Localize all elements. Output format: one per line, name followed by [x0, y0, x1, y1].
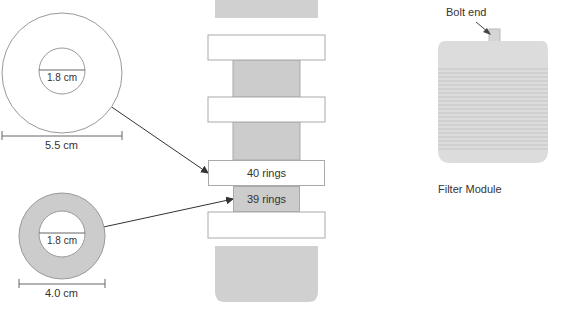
caption-label: Filter Module: [438, 183, 502, 195]
node-text: 39 rings: [247, 193, 286, 205]
large-ring: 1.8 cm: [1, 12, 123, 134]
ring-plate: 40 rings: [208, 160, 325, 186]
hole-dimension: 1.8 cm: [18, 235, 106, 246]
small-ring: 1.8 cm: [18, 192, 106, 280]
pointer-arrow: [112, 107, 209, 173]
hole-dimension: 1.8 cm: [1, 72, 123, 83]
dimension-line: [2, 131, 122, 288]
dimension-label: 5.5 cm: [43, 139, 80, 151]
filter-stack: [208, 0, 325, 302]
filter-module: [438, 29, 548, 163]
spacer-block: 39 rings: [233, 186, 300, 212]
dimension-label: 4.0 cm: [43, 287, 80, 299]
node-text: 40 rings: [247, 167, 286, 179]
pointer-arrow: [104, 199, 233, 227]
leader-line: [476, 22, 491, 35]
part-label: Bolt end: [446, 6, 486, 18]
